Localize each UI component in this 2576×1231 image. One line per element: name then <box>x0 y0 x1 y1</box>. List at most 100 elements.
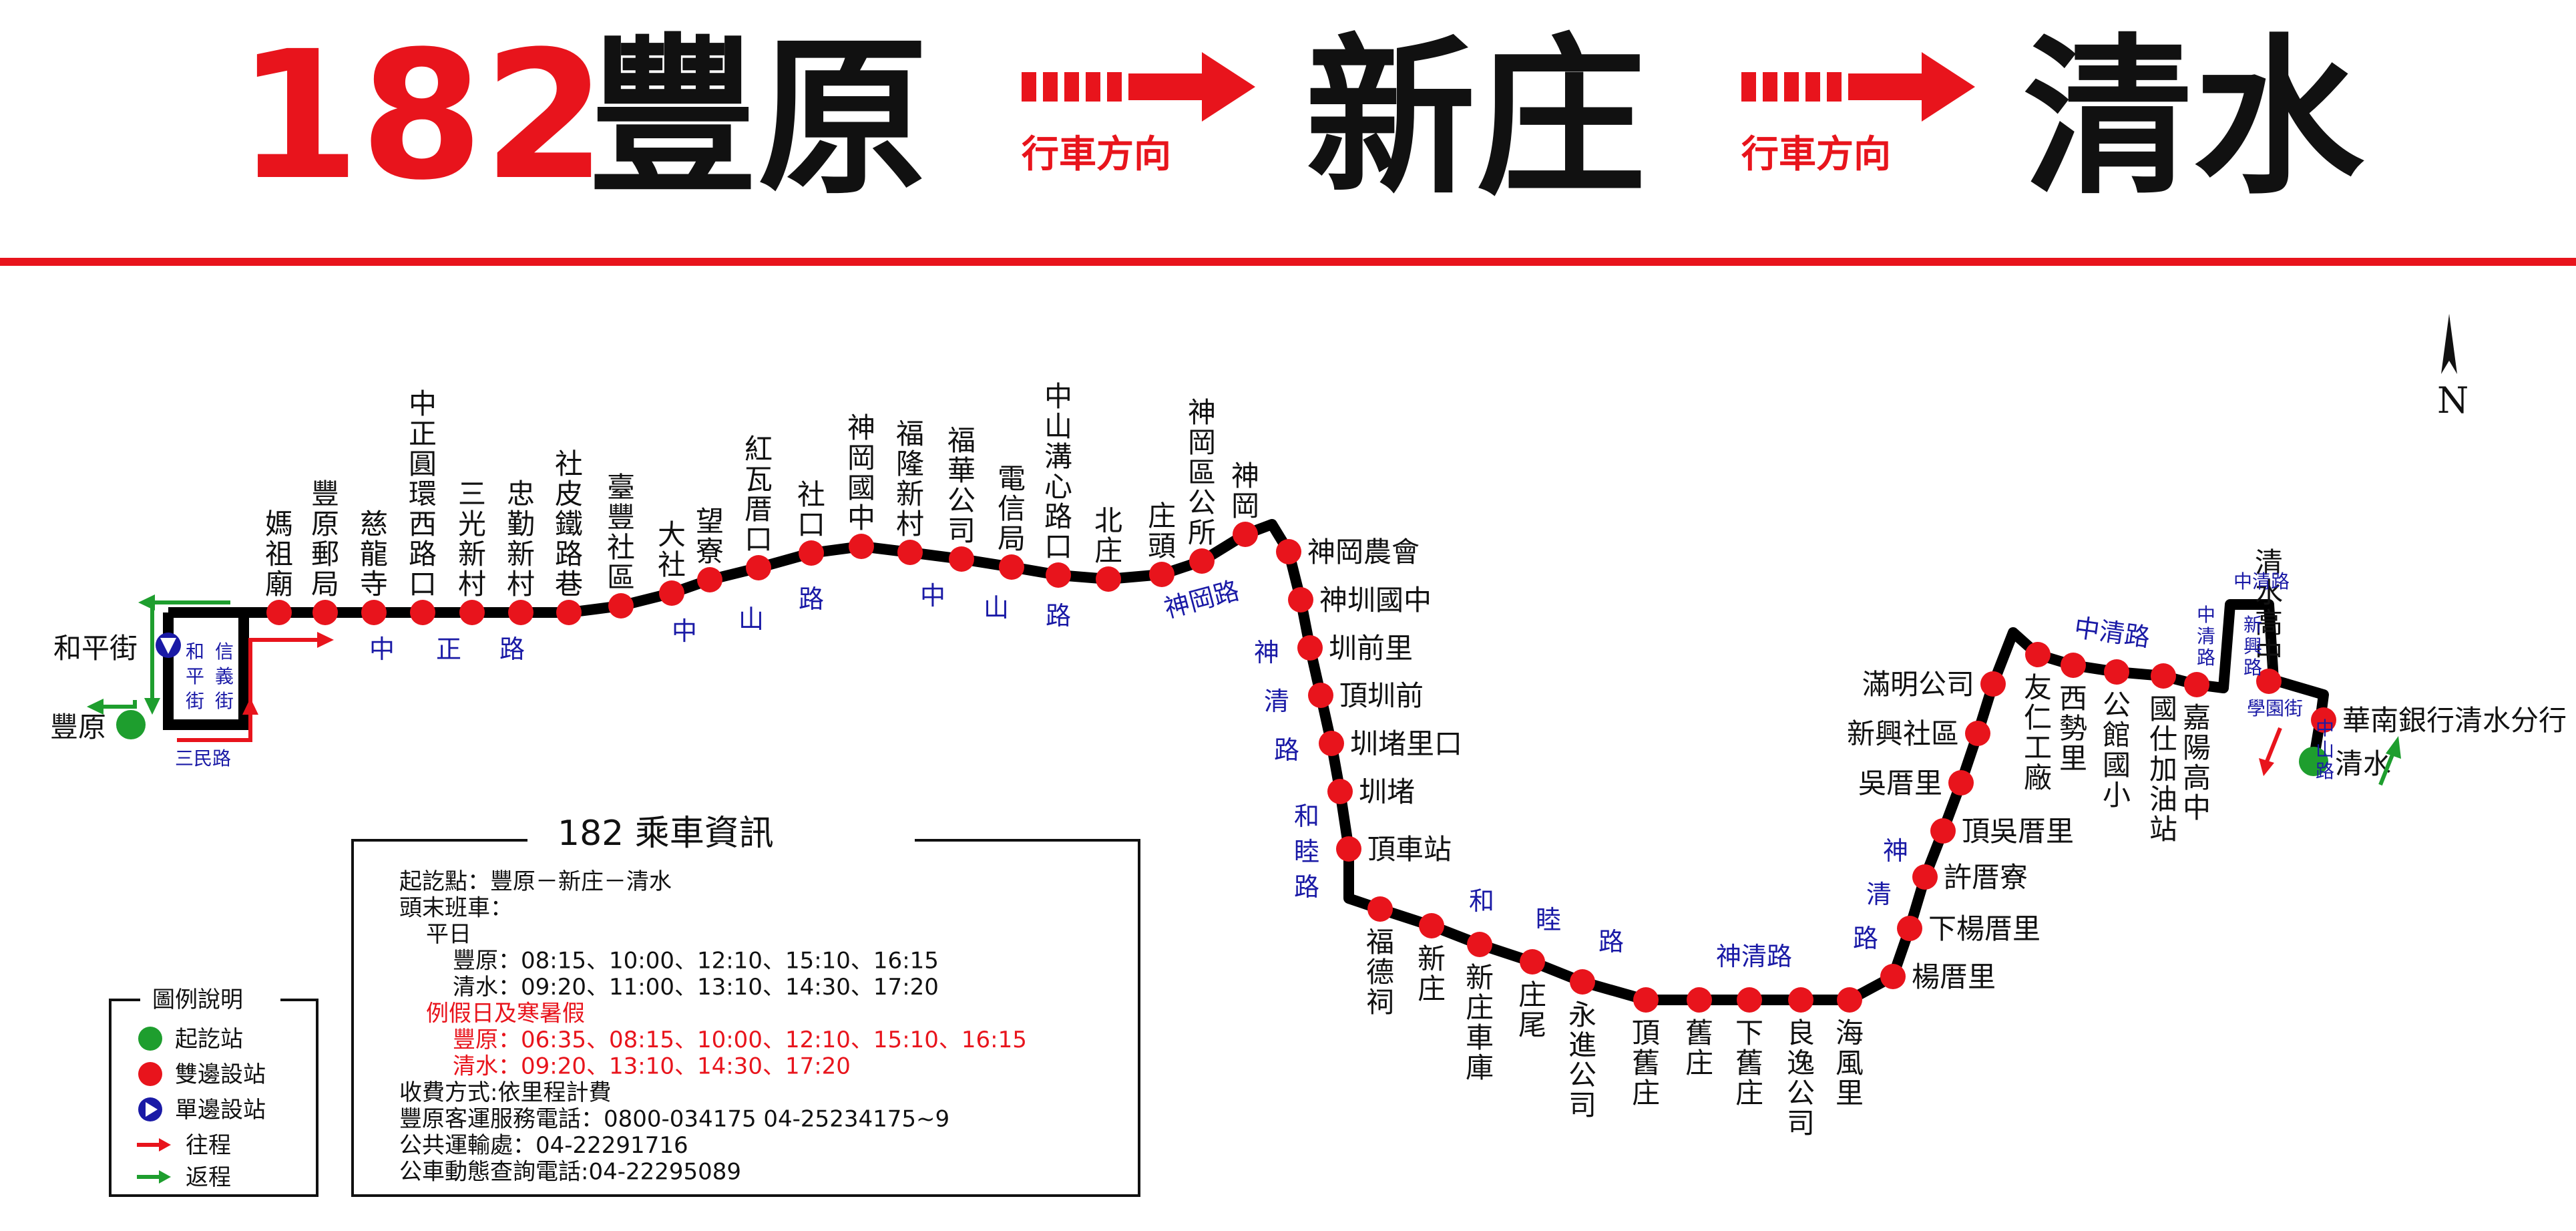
stop-dot <box>1276 539 1301 564</box>
svg-text:路: 路 <box>2197 647 2215 669</box>
info-line: 公共運輸處：04-22291716 <box>399 1132 688 1159</box>
stop-dot <box>1897 916 1922 941</box>
terminal-end-label: 清水 <box>2335 747 2391 780</box>
stop-dot <box>1467 932 1492 957</box>
north-label: N <box>2437 379 2468 421</box>
svg-text:街: 街 <box>186 690 204 712</box>
road-shenqing-2: 神清路 <box>1716 942 1792 971</box>
stop-label: 媽祖廟 <box>265 508 293 600</box>
stop-label: 清水高中 <box>2255 546 2283 669</box>
svg-text:街: 街 <box>215 690 234 712</box>
street-heping-label: 和平街 <box>53 632 138 665</box>
stop-label: 海風里 <box>1836 1017 1864 1109</box>
stop-dot <box>266 600 292 625</box>
stop-label: 嘉陽高中 <box>2183 701 2211 824</box>
svg-text:中: 中 <box>2316 717 2334 739</box>
stop-label: 社皮鐵路巷 <box>555 448 583 600</box>
destination-title: 清水 <box>2023 19 2364 218</box>
road-xueyuan: 學園街 <box>2247 697 2303 719</box>
stop-dot <box>1189 548 1215 574</box>
stop-dot <box>459 600 485 625</box>
header-divider <box>0 258 2576 266</box>
stop-dot <box>949 546 974 572</box>
road-xinxing: 新 興 路 <box>2243 614 2262 679</box>
svg-text:中: 中 <box>672 617 697 646</box>
legend-item-outbound: 往程 <box>186 1132 231 1159</box>
red-arrow-icon <box>137 1138 171 1152</box>
svg-text:中: 中 <box>369 635 395 664</box>
stop-dot <box>1633 987 1659 1013</box>
stop-dot <box>1570 969 1595 995</box>
stop-dot <box>2184 672 2209 697</box>
terminal-start-label: 豐原 <box>50 711 106 743</box>
single-side-stop-heping <box>156 633 181 658</box>
stop-dot <box>2061 653 2086 678</box>
stop-label: 頂吳厝里 <box>1962 815 2074 848</box>
stop-dot <box>508 600 533 625</box>
stop-dot <box>1965 721 1990 746</box>
svg-text:清: 清 <box>2197 625 2215 647</box>
svg-text:興: 興 <box>2243 635 2262 657</box>
svg-text:路: 路 <box>799 584 824 614</box>
info-line: 豐原：06:35、08:15、10:00、12:10、15:10、16:15 <box>453 1027 1027 1053</box>
svg-text:清: 清 <box>1866 880 1892 909</box>
stop-dot <box>1930 818 1956 844</box>
stop-label: 友仁工廠 <box>2024 671 2052 794</box>
stop-label: 頂舊庄 <box>1632 1017 1660 1109</box>
stop-label: 福華公司 <box>947 424 976 547</box>
stop-dot <box>1288 587 1313 612</box>
stop-label: 新庄車庫 <box>1466 961 1494 1084</box>
info-line: 清水：09:20、13:10、14:30、17:20 <box>453 1053 851 1080</box>
svg-text:路: 路 <box>1274 735 1299 765</box>
direction-arrow-1: 行車方向 <box>1022 52 1255 176</box>
road-zhongqing-1: 中清路 <box>2073 612 2152 652</box>
road-zhongshan-2: 中 山 路 <box>920 581 1071 631</box>
stop-label: 下舊庄 <box>1735 1017 1763 1109</box>
stop-dot <box>999 554 1024 580</box>
svg-text:路: 路 <box>2316 760 2334 782</box>
stop-dot <box>312 600 338 625</box>
stop-dot <box>1297 635 1323 661</box>
road-heping-vertical: 和 平 街 <box>186 641 204 712</box>
svg-text:山: 山 <box>738 604 764 634</box>
stop-label: 三光新村 <box>458 478 486 600</box>
stop-dot <box>1336 836 1361 862</box>
legend-item-one-side: 單邊設站 <box>175 1097 266 1123</box>
svg-text:中: 中 <box>2197 604 2215 626</box>
legend-item-start-end: 起訖站 <box>175 1026 243 1053</box>
svg-text:神: 神 <box>1254 638 1279 667</box>
stop-dot <box>849 534 874 559</box>
north-arrow: N <box>2437 314 2468 421</box>
stop-dot <box>1788 987 1813 1013</box>
stop-dot <box>1367 896 1393 922</box>
stop-label: 圳堵里口 <box>1350 727 1462 760</box>
svg-text:新: 新 <box>2243 614 2262 636</box>
legend-item-both-sides: 雙邊設站 <box>175 1061 266 1088</box>
stop-label: 中正圓環西路口 <box>409 387 437 600</box>
svg-text:路: 路 <box>499 635 525 664</box>
stop-dot <box>1737 987 1762 1013</box>
terminal-end-dot <box>2299 747 2328 776</box>
red-dot-icon <box>138 1062 162 1086</box>
stop-dot <box>1687 987 1712 1013</box>
info-line: 起訖點：豐原－新庄－清水 <box>399 868 672 895</box>
stop-label: 吳厝里 <box>1858 767 1942 800</box>
green-arrow-icon <box>137 1170 171 1184</box>
svg-text:路: 路 <box>1046 601 1071 631</box>
stop-label: 福隆新村 <box>896 417 924 540</box>
info-lines: 起訖點：豐原－新庄－清水頭末班車：平日豐原：08:15、10:00、12:10、… <box>399 868 1027 1186</box>
svg-text:中: 中 <box>920 581 945 610</box>
road-shenqing-3: 神 清 路 <box>1853 836 1908 953</box>
stop-dot <box>1327 779 1353 804</box>
legend-title: 圖例說明 <box>152 987 243 1013</box>
road-shenqing-1: 神 清 路 <box>1254 638 1299 765</box>
road-zhongzheng: 中 正 路 <box>369 635 525 664</box>
stop-label: 新興社區 <box>1847 717 1959 750</box>
stop-label: 頂車站 <box>1367 833 1452 866</box>
stop-dot <box>1419 913 1444 938</box>
stop-dot <box>1948 770 1974 796</box>
stop-label: 新庄 <box>1418 942 1446 1005</box>
stop-dot <box>1520 949 1545 975</box>
road-minquan: 三民路 <box>175 747 231 769</box>
stop-dot <box>1308 683 1333 708</box>
